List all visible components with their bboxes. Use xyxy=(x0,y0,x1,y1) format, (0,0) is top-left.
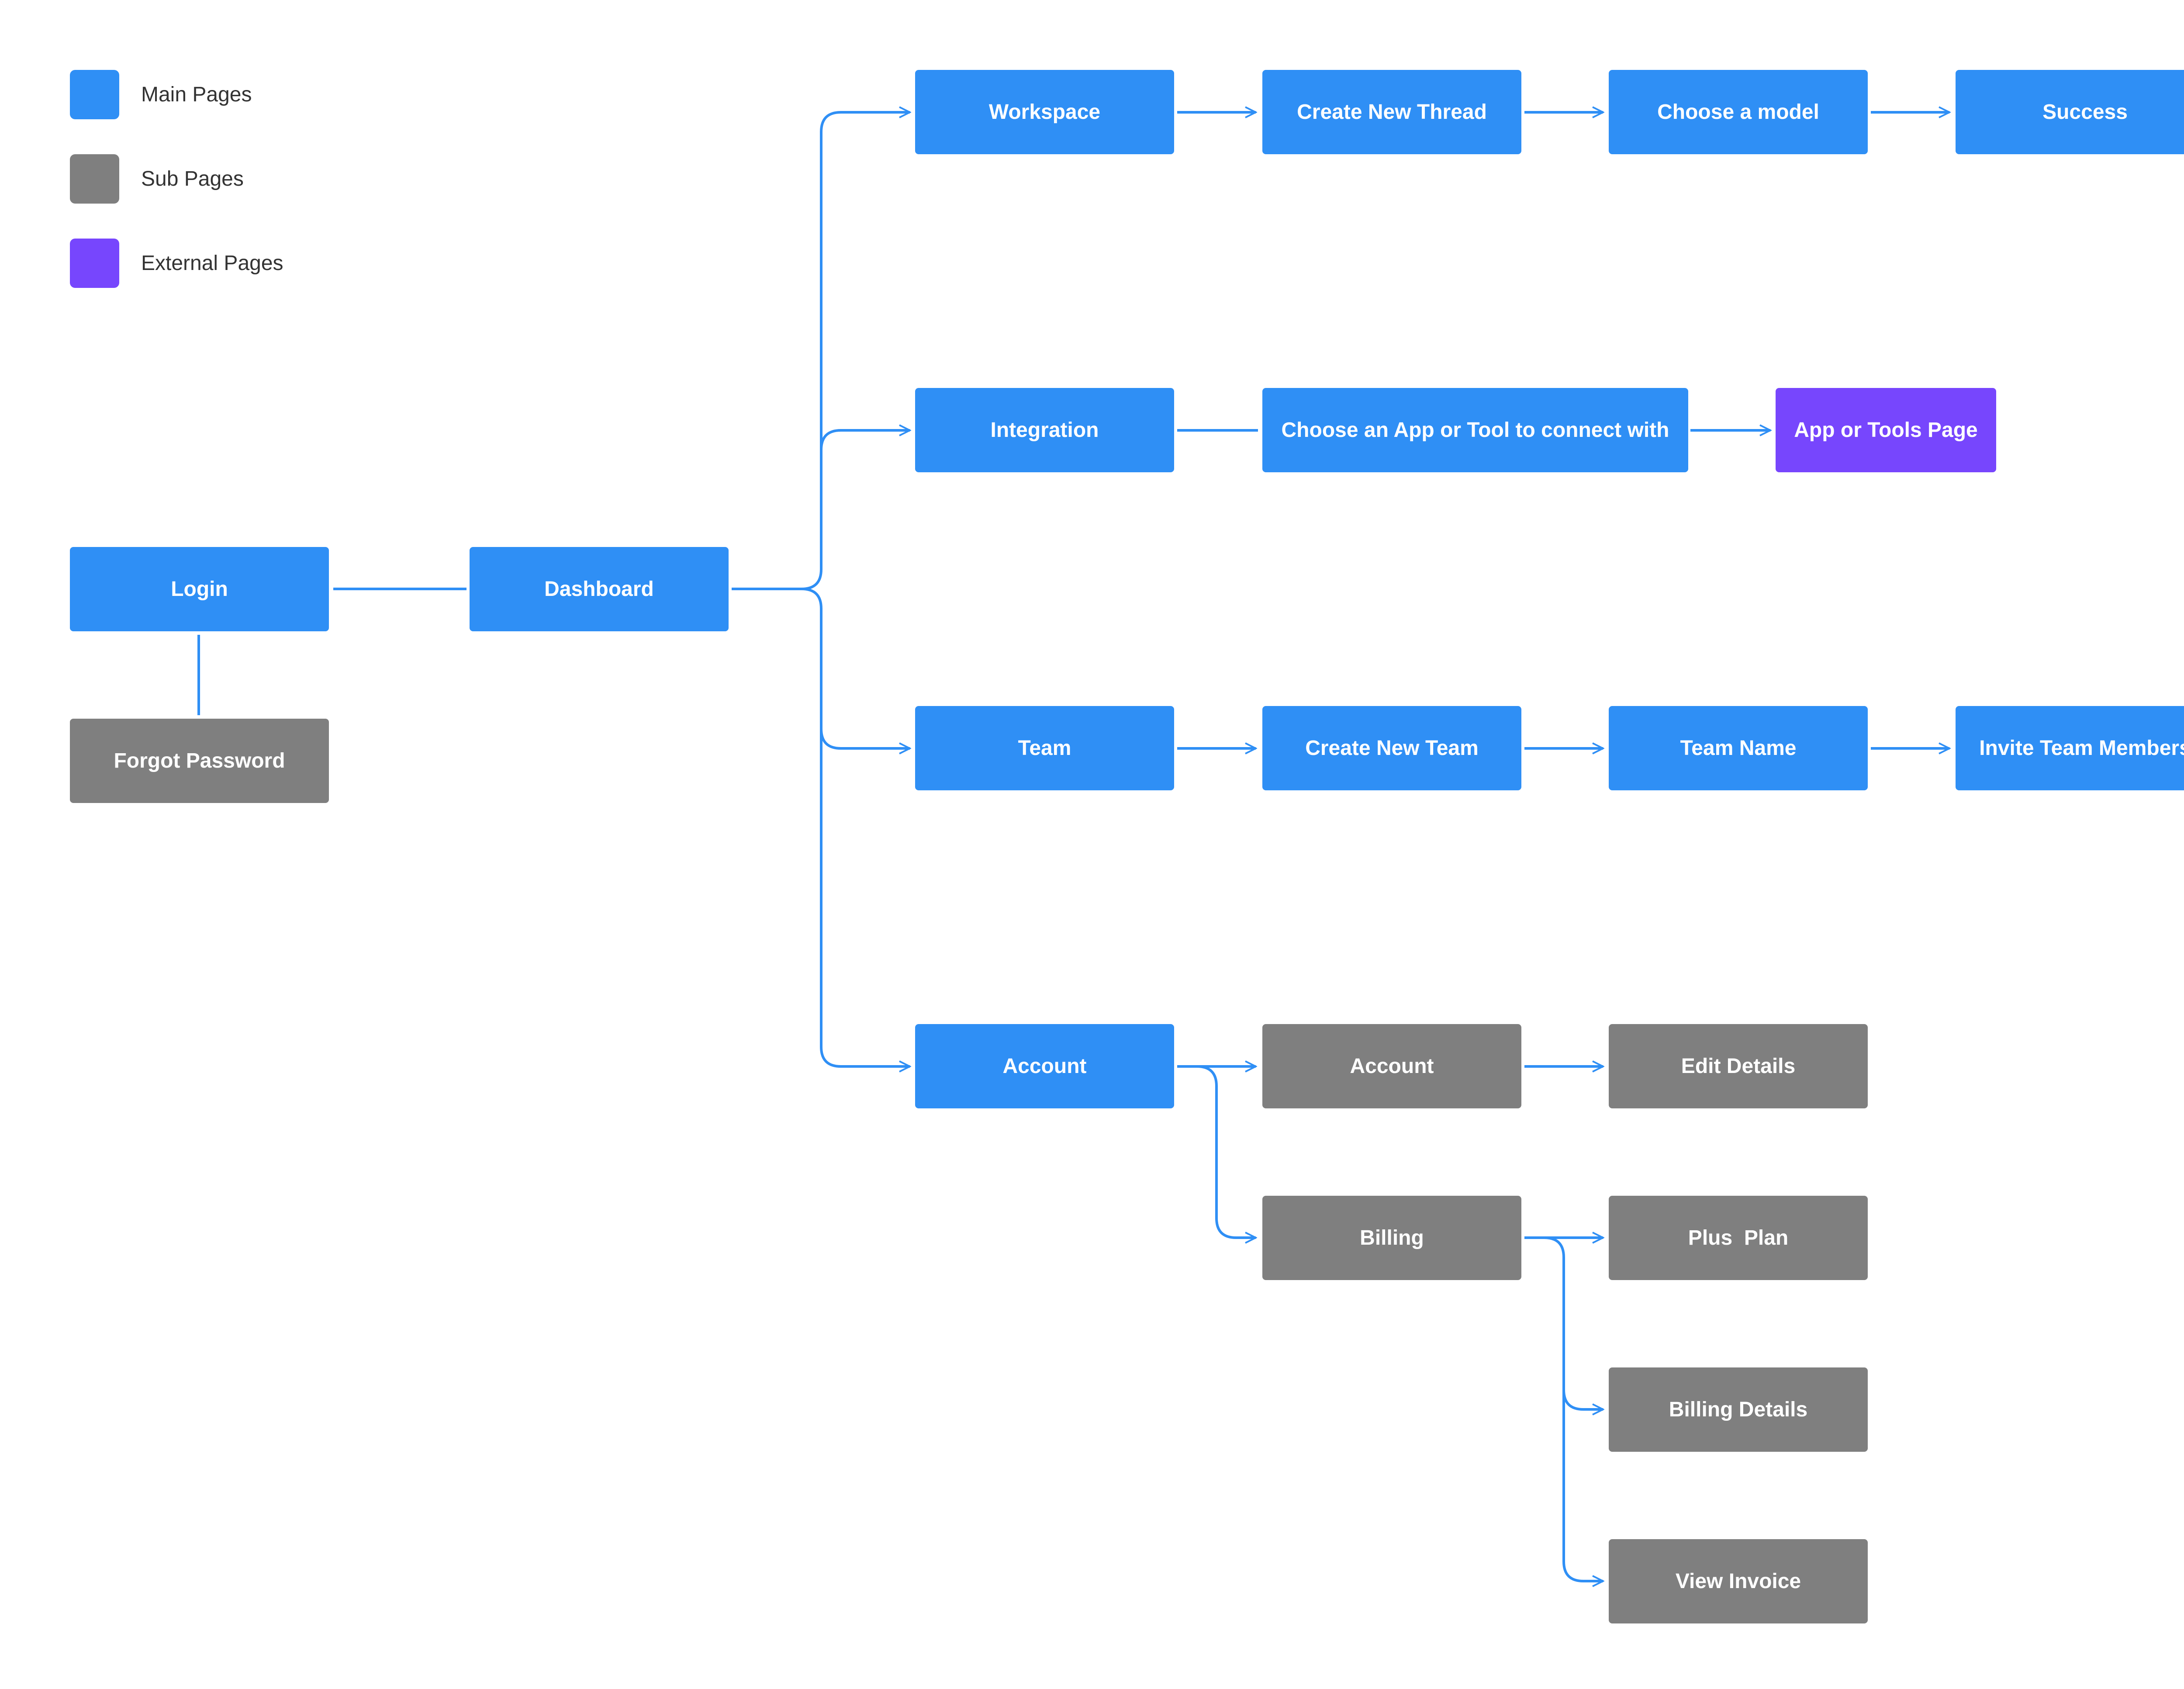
node-view-invoice: View Invoice xyxy=(1609,1539,1868,1623)
legend-external-swatch xyxy=(70,239,119,288)
edge-billing-view-invoice xyxy=(1562,1390,1603,1581)
legend-external-pages: External Pages xyxy=(70,239,283,288)
node-plus-plan: Plus Plan xyxy=(1609,1196,1868,1280)
node-dashboard: Dashboard xyxy=(470,547,729,631)
legend-sub-pages: Sub Pages xyxy=(70,154,244,204)
node-forgot-password: Forgot Password xyxy=(70,719,329,803)
node-billing-details: Billing Details xyxy=(1609,1367,1868,1452)
legend-external-label: External Pages xyxy=(141,252,283,275)
legend-sub-swatch xyxy=(70,154,119,204)
node-choose-app: Choose an App or Tool to connect with xyxy=(1262,388,1688,472)
node-integration: Integration xyxy=(915,388,1174,472)
node-success: Success xyxy=(1956,70,2184,154)
node-create-new-team: Create New Team xyxy=(1262,706,1521,790)
edge-dashboard-integration xyxy=(820,430,910,450)
node-account: Account xyxy=(915,1024,1174,1108)
node-invite-team-members: Invite Team Members xyxy=(1956,706,2184,790)
node-billing: Billing xyxy=(1262,1196,1521,1280)
node-app-tools-page: App or Tools Page xyxy=(1776,388,1996,472)
node-account-sub: Account xyxy=(1262,1024,1521,1108)
node-team: Team xyxy=(915,706,1174,790)
legend-main-swatch xyxy=(70,70,119,119)
node-choose-a-model: Choose a model xyxy=(1609,70,1868,154)
edge-dashboard-team xyxy=(801,588,910,748)
legend-sub-label: Sub Pages xyxy=(141,167,244,190)
node-login: Login xyxy=(70,547,329,631)
node-workspace: Workspace xyxy=(915,70,1174,154)
edge-dashboard-workspace xyxy=(801,112,910,590)
legend-main-label: Main Pages xyxy=(141,83,252,106)
node-create-new-thread: Create New Thread xyxy=(1262,70,1521,154)
node-team-name: Team Name xyxy=(1609,706,1868,790)
node-edit-details: Edit Details xyxy=(1609,1024,1868,1108)
edge-account-billing xyxy=(1196,1065,1256,1238)
edge-billing-billing-details xyxy=(1544,1236,1603,1409)
edge-dashboard-account xyxy=(820,729,910,1066)
legend-main-pages: Main Pages xyxy=(70,70,252,119)
